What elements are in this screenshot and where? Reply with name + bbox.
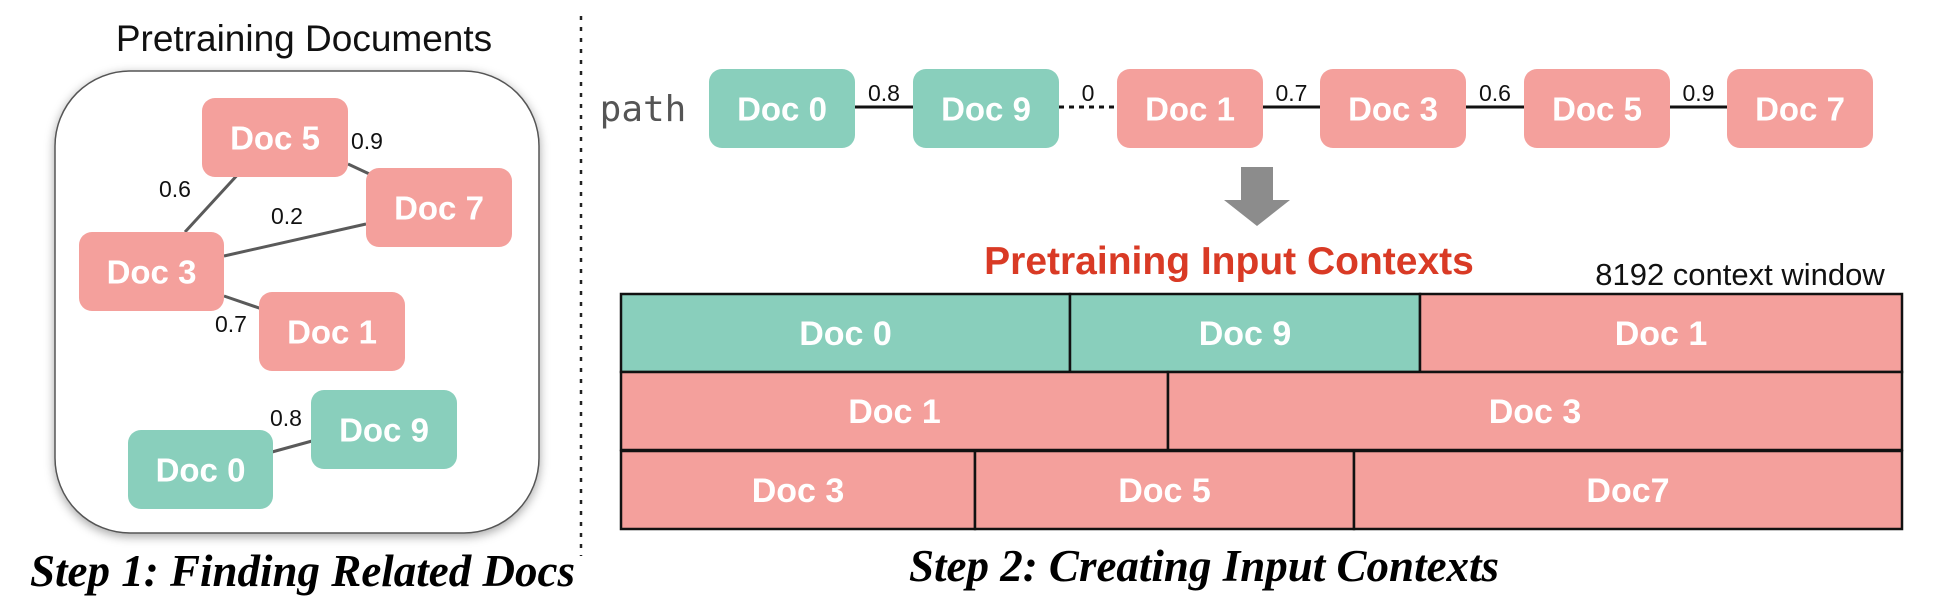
path-edge-weight: 0.9 [1683, 80, 1715, 106]
down-arrow-icon [1224, 167, 1290, 226]
context-segment-label: Doc 3 [1489, 393, 1582, 431]
graph-node-label: Doc 9 [339, 412, 429, 449]
context-window-label: 8192 context window [1595, 257, 1885, 292]
edge-weight-label: 0.8 [270, 405, 302, 431]
context-segment-label: Doc7 [1586, 472, 1669, 510]
context-segment-label: Doc 3 [752, 472, 845, 510]
path-edge-weight: 0 [1082, 80, 1095, 106]
edge-weight-label: 0.6 [159, 176, 191, 202]
context-segment-label: Doc 9 [1199, 315, 1292, 353]
graph-edge-weights: 0.6 0.9 0.2 0.7 0.8 [159, 128, 383, 431]
path-node [913, 69, 1059, 148]
path-nodes: Doc 0 Doc 9 Doc 1 Doc 3 Doc 5 Doc 7 [709, 69, 1873, 148]
path-node-label: Doc 0 [737, 91, 827, 128]
path-node-label: Doc 7 [1755, 91, 1845, 128]
path-node [1320, 69, 1466, 148]
context-segment [973, 449, 1356, 531]
context-segment-label: Doc 0 [799, 315, 892, 353]
context-segment-label: Doc 1 [1615, 315, 1708, 353]
context-segment [1352, 449, 1904, 531]
context-window-grid: Doc 0 Doc 9 Doc 1 Doc 1 Doc 3 Doc 3 Doc 5 Doc7 [619, 292, 1904, 531]
context-segment-label: Doc 1 [848, 393, 941, 431]
graph-node-label: Doc 0 [156, 452, 246, 489]
graph-nodes: Doc 5 Doc 7 Doc 3 Doc 1 Doc 9 Doc 0 [79, 98, 512, 509]
path-node [1117, 69, 1263, 148]
edge-weight-label: 0.7 [215, 311, 247, 337]
graph-node [311, 390, 457, 469]
graph-node [259, 292, 405, 371]
context-segment-label: Doc 5 [1118, 472, 1211, 510]
graph-node [128, 430, 273, 509]
graph-edge [183, 169, 243, 234]
contexts-title: Pretraining Input Contexts [984, 240, 1474, 283]
edge-weight-label: 0.2 [271, 203, 303, 229]
path-edge-weights: 0.8 0 0.7 0.6 0.9 [868, 80, 1714, 106]
path-edge-weight: 0.8 [868, 80, 900, 106]
graph-edges [183, 162, 379, 454]
graph-node [79, 232, 224, 311]
graph-node-label: Doc 7 [394, 190, 484, 227]
graph-edge [271, 439, 313, 454]
graph-node-label: Doc 5 [230, 120, 320, 157]
step1-header: Pretraining Documents [116, 18, 492, 59]
edge-weight-label: 0.9 [351, 128, 383, 154]
path-node [1727, 69, 1873, 148]
path-label: path [600, 89, 687, 130]
path-node [709, 69, 855, 148]
graph-edge [223, 222, 367, 258]
step2-caption: Step 2: Creating Input Contexts [909, 541, 1499, 591]
context-segment [1166, 370, 1904, 452]
step1-caption: Step 1: Finding Related Docs [30, 546, 575, 596]
context-segment [1068, 292, 1422, 374]
graph-node-label: Doc 3 [107, 254, 197, 291]
graph-node [202, 98, 348, 177]
path-node-label: Doc 1 [1145, 91, 1235, 128]
graph-node [366, 168, 512, 247]
context-segment [1418, 292, 1904, 374]
context-segment [619, 449, 977, 531]
path-node [1524, 69, 1670, 148]
path-node-label: Doc 3 [1348, 91, 1438, 128]
path-node-label: Doc 5 [1552, 91, 1642, 128]
path-edge-weight: 0.6 [1479, 80, 1511, 106]
graph-edge [223, 294, 263, 311]
path-node-label: Doc 9 [941, 91, 1031, 128]
graph-node-label: Doc 1 [287, 314, 377, 351]
path-edge-weight: 0.7 [1276, 80, 1308, 106]
